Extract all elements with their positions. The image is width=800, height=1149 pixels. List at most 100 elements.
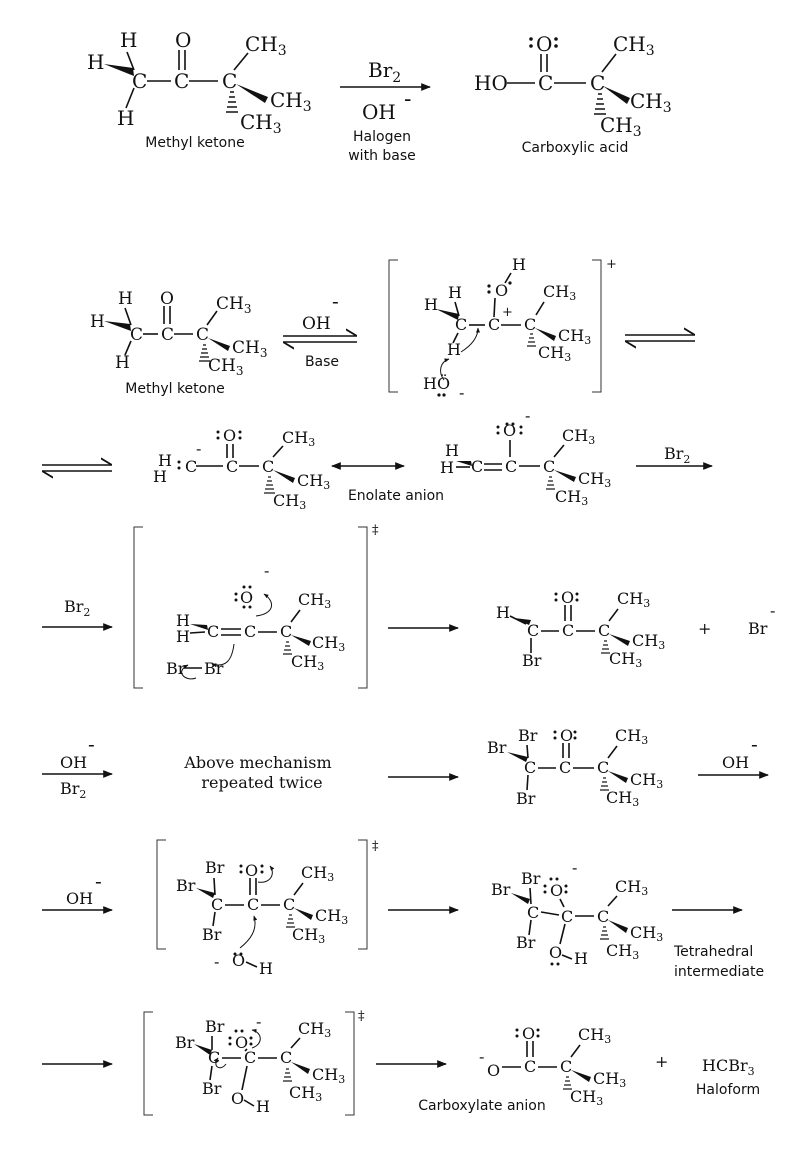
svg-text:Br2: Br2 bbox=[664, 444, 690, 466]
svg-text:C: C bbox=[455, 315, 467, 334]
svg-text:Br: Br bbox=[176, 876, 196, 895]
svg-text:Br: Br bbox=[521, 869, 541, 888]
svg-text:CH3: CH3 bbox=[301, 863, 334, 884]
collapse-transition-state: ‡ Br Br C Br C O - C CH3 CH3 CH3 O H bbox=[143, 1009, 365, 1116]
bromination-transition-state: ‡ H H C C O - C CH3 CH3 CH3 Br Br bbox=[133, 523, 379, 689]
svg-text:CH3: CH3 bbox=[312, 633, 345, 654]
svg-text:C: C bbox=[196, 325, 209, 345]
svg-text:H: H bbox=[259, 959, 273, 978]
svg-text:Br: Br bbox=[166, 659, 186, 678]
above-mechanism-text: Above mechanism bbox=[183, 753, 331, 772]
svg-text:CH3: CH3 bbox=[298, 1019, 331, 1040]
bromide-charge: - bbox=[770, 601, 775, 620]
svg-text:O: O bbox=[560, 726, 573, 745]
svg-text:H: H bbox=[445, 441, 459, 460]
svg-text:O: O bbox=[549, 943, 562, 962]
svg-text:C: C bbox=[527, 903, 539, 922]
svg-text:C: C bbox=[560, 1057, 572, 1076]
svg-text:CH3: CH3 bbox=[613, 32, 655, 59]
svg-text:C: C bbox=[185, 457, 197, 476]
svg-text:-: - bbox=[459, 383, 464, 402]
svg-text:O: O bbox=[245, 861, 258, 880]
svg-text:-: - bbox=[264, 561, 269, 580]
svg-text:O: O bbox=[522, 1024, 535, 1043]
svg-text:C: C bbox=[244, 1048, 256, 1067]
hydroxide-attack-transition-state: ‡ Br Br C Br C O C CH3 CH3 CH3 - O H bbox=[156, 839, 379, 978]
svg-text:C: C bbox=[132, 69, 147, 93]
svg-text:C: C bbox=[226, 457, 238, 476]
svg-text:CH3: CH3 bbox=[632, 631, 665, 652]
svg-text:CH3: CH3 bbox=[593, 1069, 626, 1090]
svg-text:CH3: CH3 bbox=[578, 1025, 611, 1046]
repeated-twice-text: repeated twice bbox=[201, 773, 322, 792]
reaction-arrow-br2-row3: Br2 bbox=[636, 444, 713, 470]
enolate-structure: H H C C O - C CH3 CH3 CH3 bbox=[440, 406, 611, 508]
svg-text:CH3: CH3 bbox=[292, 925, 325, 946]
svg-text:H: H bbox=[424, 295, 438, 314]
svg-text:CH3: CH3 bbox=[270, 88, 312, 115]
svg-text:CH3: CH3 bbox=[600, 113, 642, 140]
svg-text:CH3: CH3 bbox=[240, 110, 282, 137]
svg-text:O: O bbox=[536, 32, 552, 56]
svg-text:-: - bbox=[479, 1047, 484, 1066]
svg-text:C: C bbox=[524, 758, 536, 777]
base-label: Base bbox=[305, 354, 339, 370]
equilibrium-arrow-base: OH - Base bbox=[283, 289, 357, 370]
svg-text:CH3: CH3 bbox=[312, 1065, 345, 1086]
svg-text:O: O bbox=[235, 1033, 248, 1052]
svg-text:Br: Br bbox=[205, 1017, 225, 1036]
svg-text:O: O bbox=[231, 1089, 244, 1108]
svg-text:C: C bbox=[590, 71, 605, 95]
svg-text:CH3: CH3 bbox=[558, 326, 591, 347]
svg-text:-: - bbox=[256, 1012, 261, 1031]
svg-text:CH3: CH3 bbox=[232, 338, 267, 360]
plus-sign-2: + bbox=[655, 1052, 668, 1071]
reaction-arrow-oh-row6: - OH bbox=[42, 869, 113, 914]
protonated-ketone: H O H H C C + C CH3 CH3 CH3 H HÖ - bbox=[423, 255, 591, 402]
svg-text:O: O bbox=[160, 289, 174, 309]
svg-text:CH3: CH3 bbox=[273, 491, 306, 512]
equilibrium-arrow-3 bbox=[42, 465, 112, 471]
svg-text:H: H bbox=[176, 611, 190, 630]
svg-text:C: C bbox=[130, 325, 143, 345]
svg-text:CH3: CH3 bbox=[562, 426, 595, 447]
svg-text:C: C bbox=[280, 1048, 292, 1067]
svg-text:CH3: CH3 bbox=[543, 282, 576, 303]
svg-text:H: H bbox=[90, 312, 105, 332]
reaction-arrow-br2-row4: Br2 bbox=[42, 597, 113, 631]
svg-text:O: O bbox=[561, 588, 574, 607]
with-base-label: with base bbox=[348, 148, 416, 164]
svg-text:H: H bbox=[256, 1097, 270, 1116]
svg-text:CH3: CH3 bbox=[630, 89, 672, 116]
svg-text:CH3: CH3 bbox=[578, 469, 611, 490]
svg-text:C: C bbox=[161, 325, 174, 345]
svg-text:Br: Br bbox=[518, 726, 538, 745]
methyl-ketone-label-2: Methyl ketone bbox=[125, 381, 224, 397]
minus-charge: - bbox=[404, 87, 411, 112]
row-3-enolate: - H H C C O C CH3 CH3 CH3 bbox=[42, 406, 713, 512]
carboxylate-anion-structure: - O C O C CH3 CH3 CH3 bbox=[479, 1024, 626, 1108]
svg-text:H: H bbox=[158, 451, 172, 470]
carboxylic-acid-product: HO C O C CH3 CH3 CH3 bbox=[474, 32, 672, 140]
svg-text:OH: OH bbox=[60, 753, 87, 772]
oh-reagent: OH bbox=[362, 100, 396, 124]
svg-text:Br: Br bbox=[202, 1079, 222, 1098]
svg-text:O: O bbox=[240, 588, 253, 607]
haloform-label: Haloform bbox=[696, 1082, 760, 1098]
svg-text:Br2: Br2 bbox=[60, 779, 86, 801]
row-6-hydroxide-attack: - OH ‡ Br Br C Br C O C CH3 CH3 CH3 - bbox=[42, 839, 764, 980]
tetrahedral-label: Tetrahedral bbox=[673, 944, 753, 960]
svg-text:-: - bbox=[572, 858, 577, 877]
svg-text:C: C bbox=[524, 315, 536, 334]
svg-text:CH3: CH3 bbox=[570, 1087, 603, 1108]
svg-text:C: C bbox=[471, 457, 483, 476]
svg-text:C: C bbox=[280, 622, 292, 641]
svg-text:H: H bbox=[120, 28, 137, 52]
row-5-repeat: - OH Br2 Above mechanism repeated twice … bbox=[42, 726, 769, 809]
svg-text:O: O bbox=[223, 426, 236, 445]
bromide-ion: Br bbox=[748, 619, 768, 638]
svg-text:O: O bbox=[232, 951, 245, 970]
svg-text:Br2: Br2 bbox=[64, 597, 90, 619]
overall-reaction: H H H C C O C CH3 CH3 CH3 Methyl bbox=[87, 28, 672, 164]
carboxylate-anion-label: Carboxylate anion bbox=[418, 1098, 546, 1114]
